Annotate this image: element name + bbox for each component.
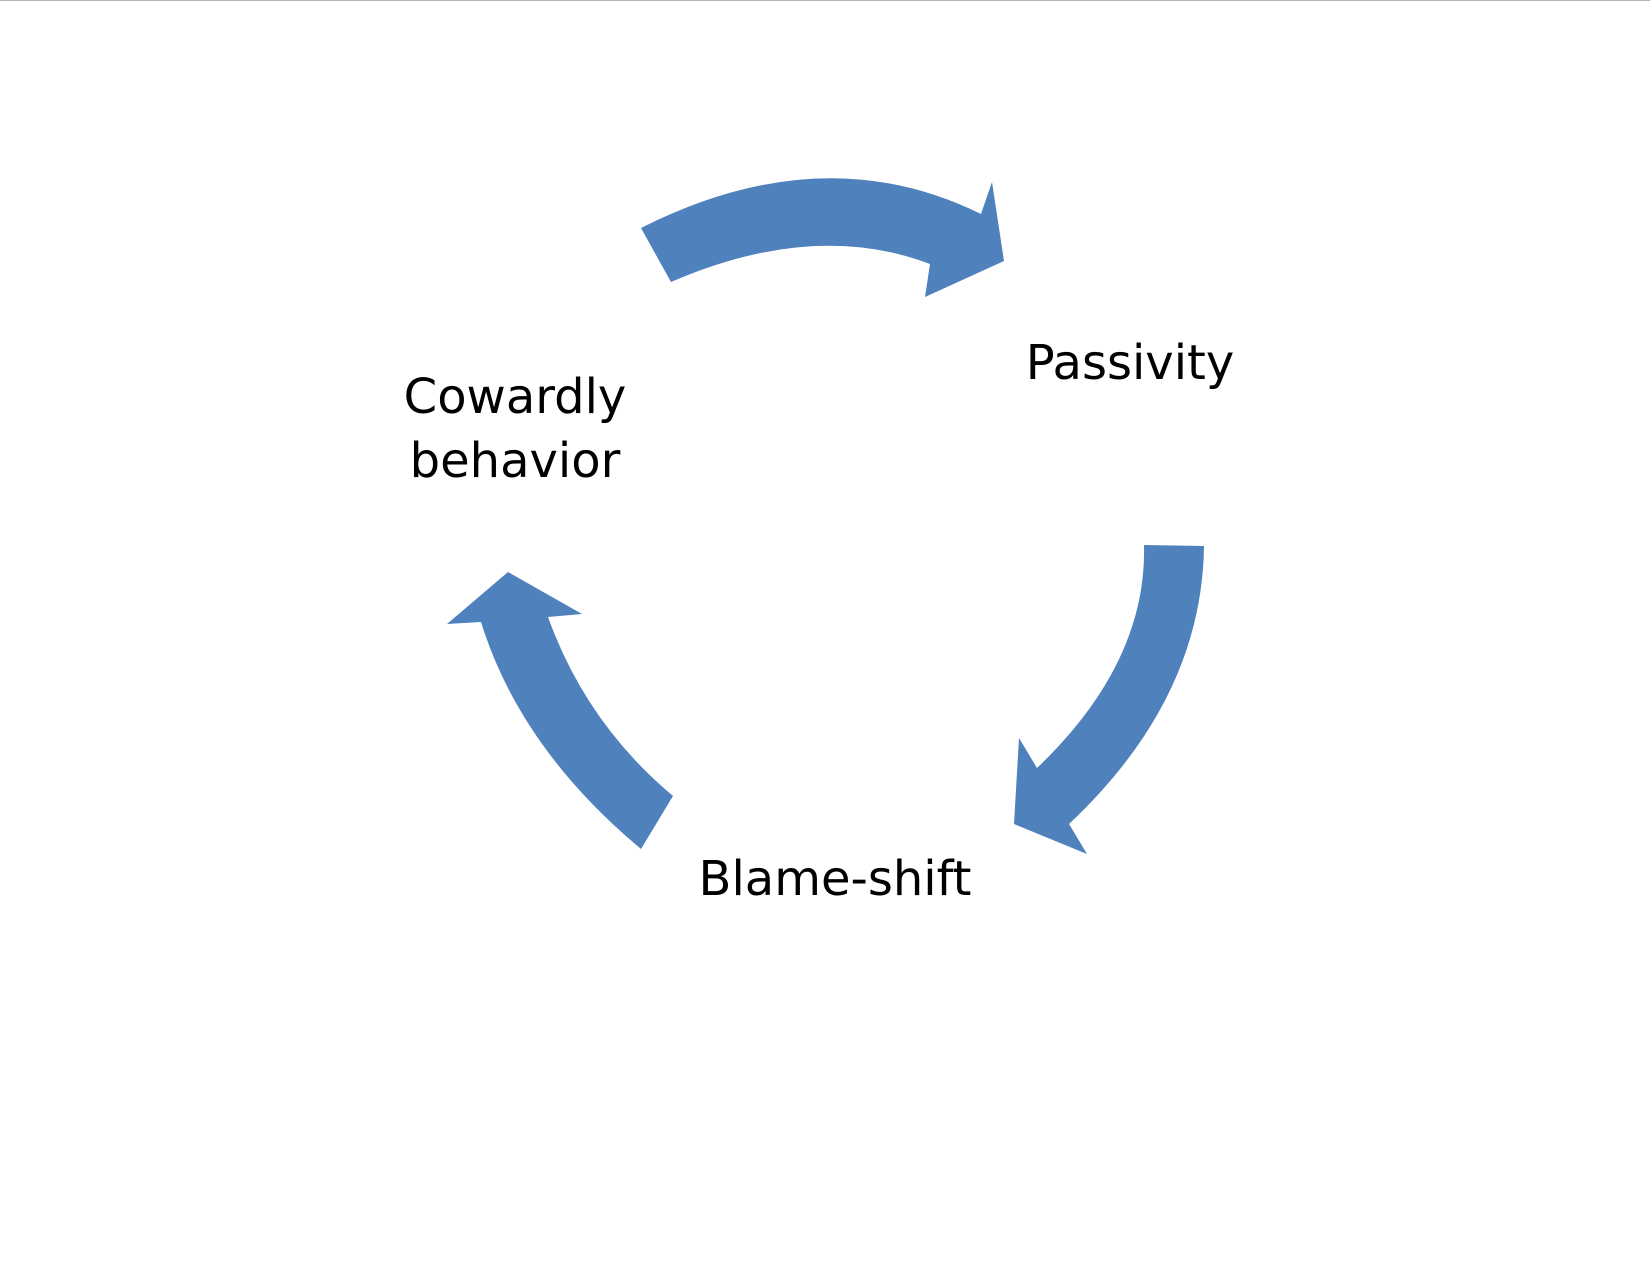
arrow-cowardly-to-passivity — [641, 178, 1004, 297]
node-cowardly-line-1: Cowardly — [403, 369, 627, 425]
node-cowardly-line-2: behavior — [409, 433, 621, 489]
node-blame-line-1: Blame-shift — [698, 851, 972, 907]
arrow-passivity-to-blame — [1014, 545, 1204, 854]
arrow-blame-to-cowardly — [447, 572, 673, 849]
node-blame-shift: Blame-shift — [680, 847, 990, 911]
node-passivity: Passivity — [1010, 331, 1250, 395]
node-passivity-line-1: Passivity — [1025, 335, 1235, 391]
node-cowardly-behavior: Cowardly behavior — [365, 365, 665, 493]
